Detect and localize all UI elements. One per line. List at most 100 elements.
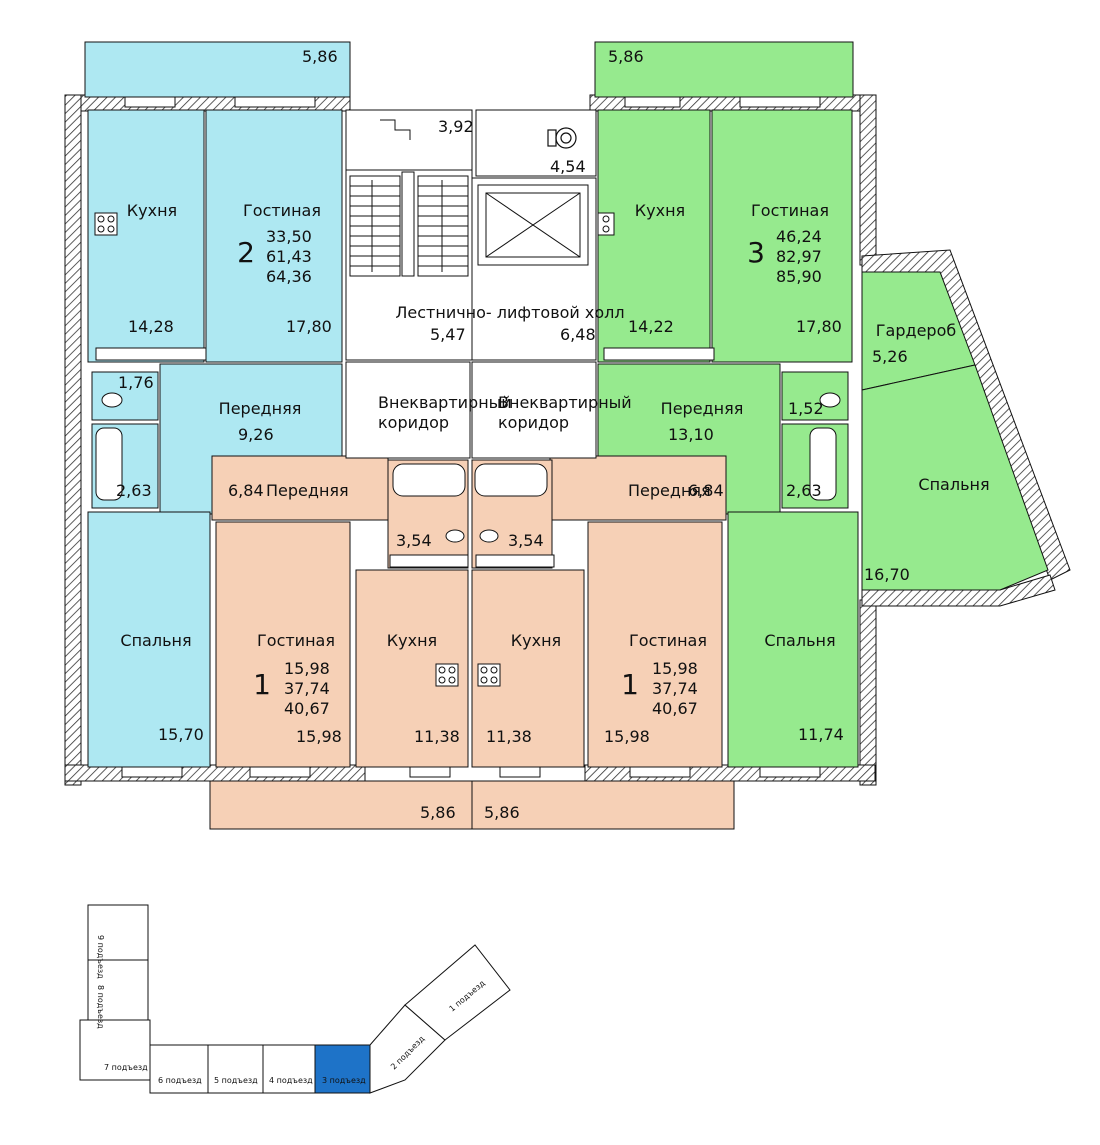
toilet-icons — [101, 392, 841, 543]
apt1l-number: 1 — [253, 668, 271, 701]
apt2-kitchen-area: 14,28 — [128, 317, 174, 336]
apt3-living-label: Гостиная — [751, 201, 829, 220]
apt1l-hall[interactable] — [211, 455, 389, 521]
lift-shaft — [477, 184, 589, 266]
apt3-bedroom-large-area: 16,70 — [864, 565, 910, 584]
apt1r-living-area: 15,98 — [652, 659, 698, 678]
apt2-bedroom[interactable] — [87, 511, 211, 768]
apt3-wc-area: 1,52 — [788, 399, 824, 418]
corridor-right-line2: коридор — [498, 413, 569, 432]
apt1r-total-area: 37,74 — [652, 679, 698, 698]
corridor-right-line1: Внеквартирный — [498, 393, 632, 412]
apt1r-hall[interactable] — [549, 455, 727, 521]
corridor-left — [345, 361, 471, 459]
apt3-balcony-area: 5,86 — [608, 47, 644, 66]
garbage-chute-icon — [547, 127, 577, 149]
key-plan-section-4[interactable] — [262, 1044, 316, 1094]
apartment-1-left[interactable] — [209, 455, 473, 830]
garbage-room-area: 4,54 — [550, 157, 586, 176]
kitchen-counters — [95, 347, 715, 568]
apt3-number: 3 — [747, 236, 765, 269]
apt2-wc-area: 1,76 — [118, 373, 154, 392]
lift-hall — [471, 177, 597, 361]
apt2-bath-area: 2,63 — [116, 481, 152, 500]
apt1r-total-with-balcony: 40,67 — [652, 699, 698, 718]
apt3-total-with-balcony: 85,90 — [776, 267, 822, 286]
apartment-1-right[interactable] — [471, 455, 735, 830]
key-plan-label-4: 4 подъезд — [269, 1076, 313, 1085]
apt2-balcony — [84, 41, 351, 98]
apt2-hall-area: 9,26 — [238, 425, 274, 444]
apt1l-kitchen-label: Кухня — [387, 631, 437, 650]
apt1r-living-label: Гостиная — [629, 631, 707, 650]
corridor-left-line1: Внеквартирный — [378, 393, 512, 412]
apt1r-number: 1 — [621, 668, 639, 701]
key-plan: 9 подъезд 8 подъезд 7 подъезд 6 подъезд … — [79, 904, 511, 1094]
apt3-wardrobe-area: 5,26 — [872, 347, 908, 366]
windows — [121, 96, 821, 778]
key-plan-section-6[interactable] — [149, 1044, 209, 1094]
apt1r-living-room[interactable] — [587, 521, 723, 768]
apt1l-living-area: 15,98 — [284, 659, 330, 678]
lift-hall-right-area: 6,48 — [560, 325, 596, 344]
apt1r-hall-area: 6,84 — [688, 481, 724, 500]
apt1l-total-area: 37,74 — [284, 679, 330, 698]
apt1r-kitchen-area: 11,38 — [486, 727, 532, 746]
key-plan-label-6: 6 подъезд — [158, 1076, 202, 1085]
apt1r-balcony — [471, 780, 735, 830]
apt1r-hall-label: Передняя — [628, 481, 711, 500]
apt3-living-area: 46,24 — [776, 227, 822, 246]
corridor-left-line2: коридор — [378, 413, 449, 432]
apt2-kitchen[interactable] — [87, 109, 205, 363]
apt2-living-room[interactable] — [205, 109, 343, 363]
apt1l-bath-area: 3,54 — [396, 531, 432, 550]
apt1l-hall-label: Передняя — [266, 481, 349, 500]
stove-icons — [94, 212, 615, 687]
apt3-bedroom-large-label: Спальня — [918, 475, 989, 494]
key-plan-section-9[interactable] — [87, 904, 149, 961]
corridor-right — [471, 361, 597, 459]
apt1l-total-with-balcony: 40,67 — [284, 699, 330, 718]
bathtub-icons — [95, 427, 837, 501]
key-plan-section-5[interactable] — [207, 1044, 264, 1094]
key-plan-section-3[interactable] — [314, 1044, 371, 1094]
apt3-hall-area: 13,10 — [668, 425, 714, 444]
apt2-bedroom-label: Спальня — [120, 631, 191, 650]
key-plan-section-8[interactable] — [87, 959, 149, 1021]
apt1l-living-label: Гостиная — [257, 631, 335, 650]
key-plan-section-7[interactable] — [79, 1019, 151, 1081]
key-plan-label-8: 8 подъезд — [96, 985, 105, 1029]
apt1l-living-room[interactable] — [215, 521, 351, 768]
apt3-bedroom-small-area: 11,74 — [798, 725, 844, 744]
stair-vestibule-area: 3,92 — [438, 117, 474, 136]
apt1l-living-room-area: 15,98 — [296, 727, 342, 746]
key-plan-label-7: 7 подъезд — [104, 1063, 148, 1072]
apt2-number: 2 — [237, 236, 255, 269]
apt2-bedroom-area: 15,70 — [158, 725, 204, 744]
apt1l-kitchen-area: 11,38 — [414, 727, 460, 746]
stair-steps — [349, 119, 469, 277]
apt1r-living-room-area: 15,98 — [604, 727, 650, 746]
common-areas — [345, 109, 597, 459]
apt2-living-label: Гостиная — [243, 201, 321, 220]
apt2-wc[interactable] — [91, 371, 159, 421]
garbage-room — [475, 109, 597, 177]
apt3-wardrobe-label: Гардероб — [876, 321, 956, 340]
apt3-kitchen[interactable] — [597, 109, 711, 363]
apt3-kitchen-label: Кухня — [635, 201, 685, 220]
apt3-balcony — [594, 41, 854, 98]
apt3-bedroom-large[interactable] — [861, 364, 1049, 591]
key-plan-section-2[interactable] — [369, 1004, 446, 1094]
key-plan-section-1[interactable] — [404, 944, 511, 1041]
apt3-bedroom-small-label: Спальня — [764, 631, 835, 650]
apt3-hall-label: Передняя — [661, 399, 744, 418]
key-plan-label-3: 3 подъезд — [322, 1076, 366, 1085]
apt3-living-room[interactable] — [711, 109, 853, 363]
apt3-kitchen-area: 14,22 — [628, 317, 674, 336]
apt3-bedroom-small[interactable] — [727, 511, 859, 768]
apt2-hall-label: Передняя — [219, 399, 302, 418]
apt2-total-area: 61,43 — [266, 247, 312, 266]
lift-hall-label: Лестнично- лифтовой холл — [395, 303, 624, 322]
labels: 5,86 Кухня 14,28 Гостиная 2 33,50 61,43 … — [116, 47, 990, 822]
